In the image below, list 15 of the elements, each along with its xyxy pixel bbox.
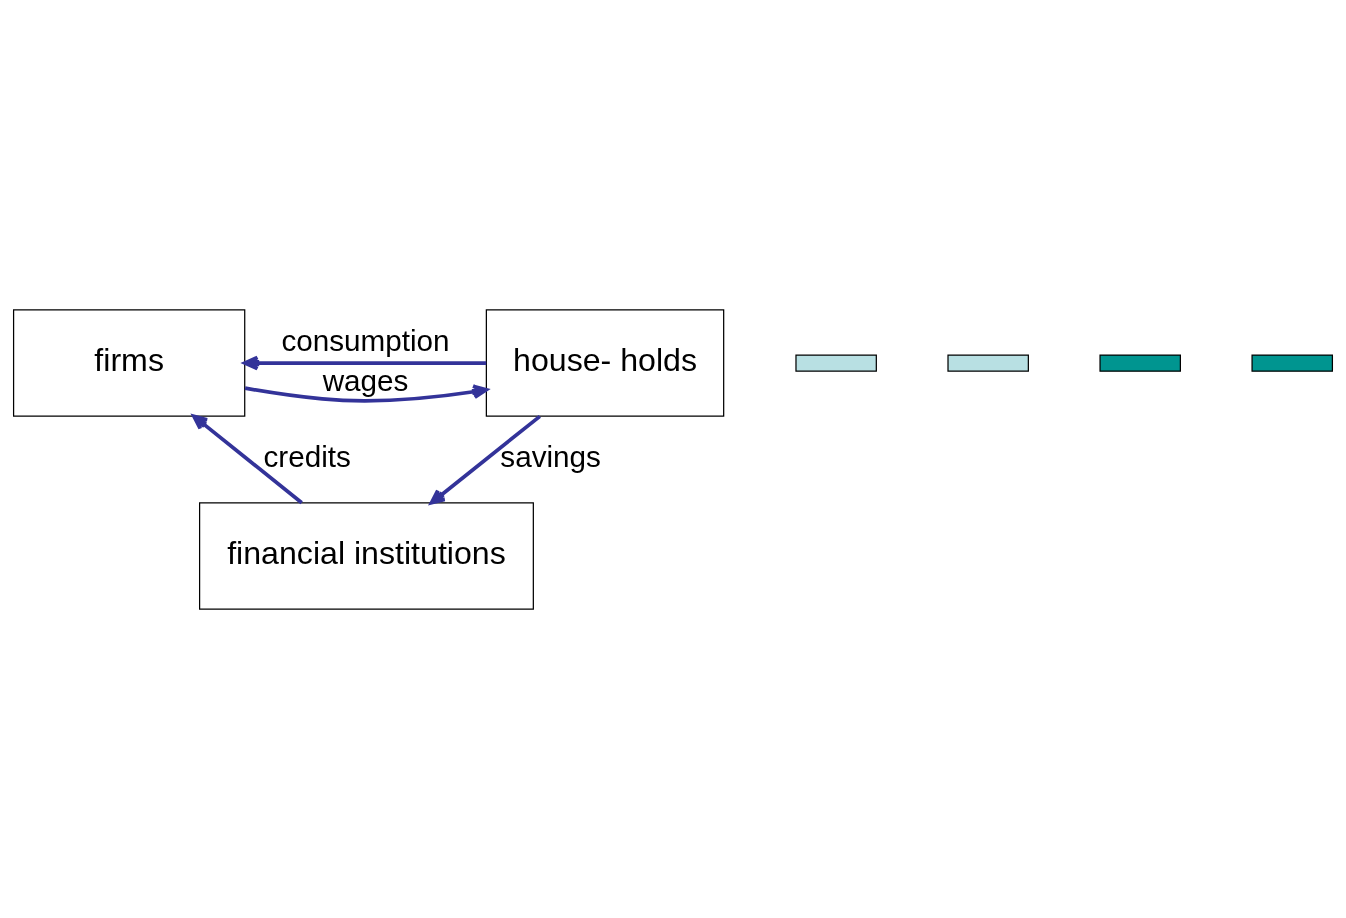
arrow — [243, 355, 487, 370]
edge-label: savings — [500, 439, 601, 473]
node-bar — [1251, 353, 1334, 372]
arrow — [192, 414, 303, 504]
arrow — [429, 414, 541, 505]
edge-label: consumption — [281, 323, 450, 357]
node-box: house- holds — [485, 308, 725, 417]
edge-label: credits — [263, 439, 351, 473]
node-bar — [947, 353, 1029, 372]
node-box: firms — [12, 308, 246, 417]
node-box: financial institutions — [199, 501, 534, 610]
arrow — [244, 383, 489, 403]
node-bar — [795, 353, 877, 372]
edge-label: wages — [322, 363, 409, 397]
node-bar — [1099, 353, 1181, 372]
